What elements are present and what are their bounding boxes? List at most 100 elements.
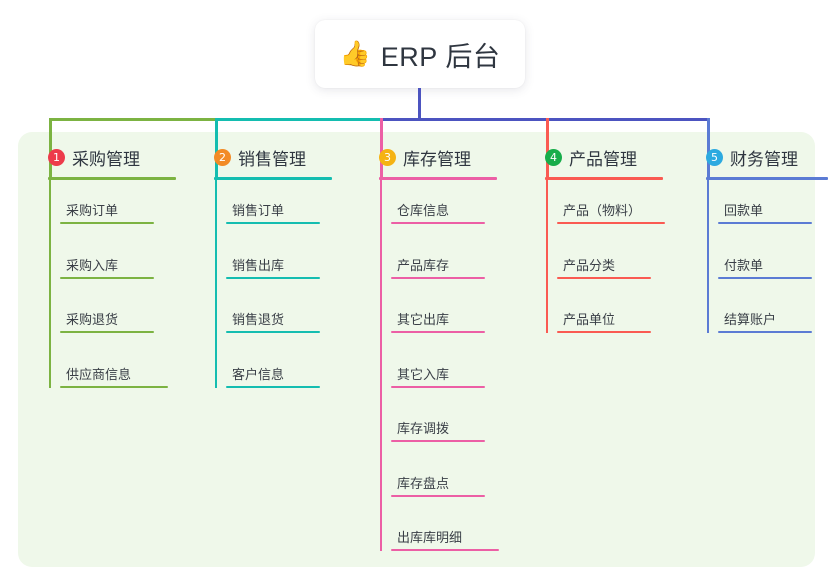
leaf-node-label: 其它入库 [397,366,450,382]
leaf-node-label: 销售订单 [232,203,285,218]
leaf-node-rule [226,385,320,388]
leaf-node[interactable]: 其它出库 [391,311,485,333]
diagram-panel [18,132,815,567]
connector-bus-segment-3 [379,118,710,121]
leaf-node-label: 产品单位 [563,312,616,327]
branch-header-rule [706,177,828,180]
leaf-node[interactable]: 销售订单 [226,202,320,224]
branch-number-badge: 4 [545,148,562,166]
connector-bus-segment-2 [214,118,383,121]
branch-spine [380,179,382,551]
leaf-node[interactable]: 结算账户 [718,311,812,333]
branch-header-rule [48,177,176,180]
leaf-node-rule [557,276,651,279]
leaf-node-rule [391,385,485,388]
connector-trunk [417,88,421,121]
leaf-node[interactable]: 销售出库 [226,257,320,279]
root-node-erp-backend[interactable]: 👍 ERP 后台 [315,20,525,88]
leaf-node-label: 客户信息 [232,366,285,382]
connector-drop-5 [706,118,710,177]
leaf-node-label: 其它出库 [397,312,450,327]
leaf-node[interactable]: 产品（物料） [557,202,665,224]
branch-number-badge: 2 [214,148,231,166]
branch-number-badge: 5 [706,148,723,166]
branch-header-rule [214,177,332,180]
leaf-node-rule [226,222,320,224]
leaf-node-label: 付款单 [724,257,764,273]
branch-header-1[interactable]: 1 采购管理 [30,146,140,169]
leaf-node-rule [718,331,812,333]
leaf-node-rule [557,331,651,333]
leaf-node-rule [60,331,154,333]
leaf-node-label: 销售出库 [232,257,285,273]
leaf-node-rule [391,276,485,279]
leaf-node-label: 采购退货 [66,312,119,327]
leaf-node-label: 供应商信息 [66,366,132,382]
leaf-node-label: 回款单 [724,203,764,218]
branch-title: 财务管理 [730,149,798,169]
branch-title: 采购管理 [72,149,140,169]
leaf-node-rule [60,385,168,388]
leaf-node[interactable]: 出库库明细 [391,529,499,551]
branch-column-2: 2 销售管理销售订单销售出库销售退货客户信息 [196,146,332,388]
connector-drop-4 [545,118,549,177]
branch-header-4[interactable]: 4 产品管理 [527,146,637,169]
leaf-node[interactable]: 采购退货 [60,311,154,333]
branch-number-badge: 1 [48,148,65,166]
leaf-node-label: 结算账户 [724,312,777,327]
connector-drop-1 [48,118,52,177]
leaf-node[interactable]: 付款单 [718,257,812,279]
leaf-node[interactable]: 库存盘点 [391,475,485,497]
leaf-node[interactable]: 回款单 [718,202,812,224]
branch-column-4: 4 产品管理产品（物料） 产品分类产品单位 [527,146,665,333]
branch-header-2[interactable]: 2 销售管理 [196,146,306,169]
branch-spine [546,179,548,333]
leaf-node[interactable]: 采购订单 [60,202,154,224]
branch-header-5[interactable]: 5 财务管理 [688,146,798,169]
leaf-node-rule [391,494,485,497]
connector-bus-segment-1 [48,118,218,121]
leaf-node-rule [391,549,499,551]
leaf-node-label: 采购订单 [66,203,119,218]
leaf-node-label: 产品（物料） [563,203,642,218]
branch-title: 销售管理 [238,149,306,169]
branch-number-badge: 3 [379,148,396,166]
root-node-label: ERP 后台 [380,41,501,72]
connector-drop-3 [379,118,383,177]
leaf-node-label: 产品库存 [397,257,450,273]
leaf-node-rule [60,276,154,279]
leaf-node-label: 库存盘点 [397,475,450,491]
leaf-node[interactable]: 产品单位 [557,311,651,333]
leaf-node-label: 产品分类 [563,257,616,273]
branch-column-1: 1 采购管理采购订单采购入库采购退货供应商信息 [30,146,176,388]
leaf-node-label: 采购入库 [66,257,119,273]
leaf-node[interactable]: 仓库信息 [391,202,485,224]
leaf-node-rule [718,222,812,224]
leaf-node[interactable]: 供应商信息 [60,366,168,388]
leaf-node-label: 仓库信息 [397,203,450,218]
leaf-node[interactable]: 产品分类 [557,257,651,279]
branch-spine [215,179,217,388]
leaf-node-label: 销售退货 [232,312,285,327]
leaf-node[interactable]: 采购入库 [60,257,154,279]
branch-title: 产品管理 [569,149,637,169]
thumbs-up-icon: 👍 [339,39,371,68]
branch-spine [707,179,709,333]
leaf-node-rule [718,276,812,279]
leaf-node[interactable]: 产品库存 [391,257,485,279]
branch-column-5: 5 财务管理回款单付款单结算账户 [688,146,828,333]
branch-header-rule [379,177,497,180]
connector-drop-2 [214,118,218,177]
root-node-content: 👍 ERP 后台 [340,35,501,74]
leaf-node[interactable]: 销售退货 [226,311,320,333]
leaf-node-rule [557,222,665,224]
leaf-node-rule [391,440,485,442]
leaf-node[interactable]: 库存调拨 [391,420,485,442]
leaf-node[interactable]: 客户信息 [226,366,320,388]
leaf-node-rule [226,276,320,279]
leaf-node[interactable]: 其它入库 [391,366,485,388]
leaf-node-label: 出库库明细 [397,530,463,545]
